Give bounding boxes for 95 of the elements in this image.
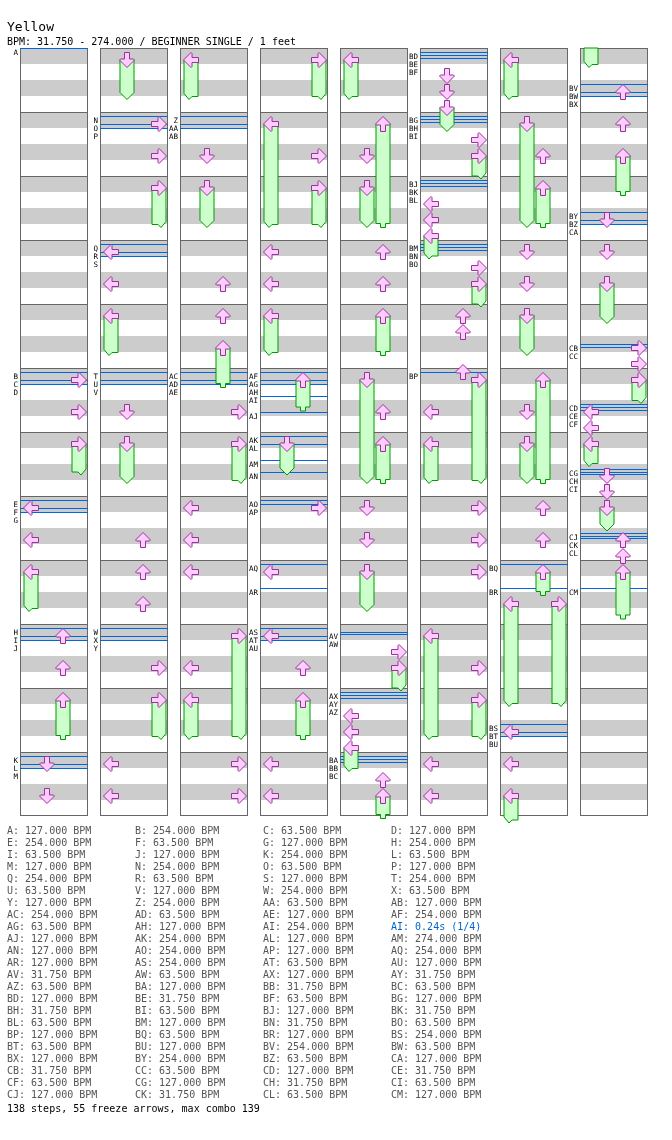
bpm-entry: BE: 31.750 BPM xyxy=(135,993,220,1005)
bpm-entry: AQ: 254.000 BPM xyxy=(391,945,482,957)
bpm-entry: BS: 254.000 BPM xyxy=(391,1029,482,1041)
bpm-entry: AA: 63.500 BPM xyxy=(263,897,348,909)
song-title: Yellow xyxy=(7,20,54,34)
bpm-entry: BK: 31.750 BPM xyxy=(391,1005,476,1017)
bpm-entry: N: 254.000 BPM xyxy=(135,861,220,873)
bpm-entry: Y: 127.000 BPM xyxy=(7,897,92,909)
bpm-entry: AK: 254.000 BPM xyxy=(135,933,226,945)
bpm-entry: BA: 127.000 BPM xyxy=(135,981,226,993)
bpm-entry: BP: 127.000 BPM xyxy=(7,1029,98,1041)
bpm-entry: Z: 254.000 BPM xyxy=(135,897,220,909)
bpm-entry: AP: 127.000 BPM xyxy=(263,945,354,957)
bpm-entry: CE: 31.750 BPM xyxy=(391,1065,476,1077)
bpm-entry: BR: 127.000 BPM xyxy=(263,1029,354,1041)
step-summary: 138 steps, 55 freeze arrows, max combo 139 xyxy=(7,1103,260,1115)
bpm-entry: BN: 31.750 BPM xyxy=(263,1017,348,1029)
bpm-entry: AH: 127.000 BPM xyxy=(135,921,226,933)
bpm-entry: AD: 63.500 BPM xyxy=(135,909,220,921)
bpm-entry: CF: 63.500 BPM xyxy=(7,1077,92,1089)
bpm-entry: CC: 63.500 BPM xyxy=(135,1065,220,1077)
bpm-entry: P: 127.000 BPM xyxy=(391,861,476,873)
bpm-entry: I: 63.500 BPM xyxy=(7,849,86,861)
bpm-entry: AT: 63.500 BPM xyxy=(263,957,348,969)
bpm-entry: U: 63.500 BPM xyxy=(7,885,86,897)
bpm-entry: AU: 127.000 BPM xyxy=(391,957,482,969)
bpm-entry: BF: 63.500 BPM xyxy=(263,993,348,1005)
bpm-entry: BU: 127.000 BPM xyxy=(135,1041,226,1053)
chart-info: BPM: 31.750 - 274.000 / BEGINNER SINGLE / 1 feet xyxy=(7,36,296,47)
bpm-entry: E: 254.000 BPM xyxy=(7,837,92,849)
bpm-entry: BH: 31.750 BPM xyxy=(7,1005,92,1017)
bpm-entry: X: 63.500 BPM xyxy=(391,885,470,897)
bpm-entry: J: 127.000 BPM xyxy=(135,849,220,861)
bpm-entry: AJ: 127.000 BPM xyxy=(7,933,98,945)
bpm-entry: BQ: 63.500 BPM xyxy=(135,1029,220,1041)
bpm-entry: CL: 63.500 BPM xyxy=(263,1089,348,1101)
bpm-entry: T: 254.000 BPM xyxy=(391,873,476,885)
bpm-entry: AV: 31.750 BPM xyxy=(7,969,92,981)
bpm-entry: F: 63.500 BPM xyxy=(135,837,214,849)
bpm-entry: G: 127.000 BPM xyxy=(263,837,348,849)
bpm-entry: CK: 31.750 BPM xyxy=(135,1089,220,1101)
bpm-entry: AE: 127.000 BPM xyxy=(263,909,354,921)
bpm-entry: CJ: 127.000 BPM xyxy=(7,1089,98,1101)
bpm-entry: AC: 254.000 BPM xyxy=(7,909,98,921)
bpm-entry: CI: 63.500 BPM xyxy=(391,1077,476,1089)
bpm-entry: M: 127.000 BPM xyxy=(7,861,92,873)
bpm-entry: CB: 31.750 BPM xyxy=(7,1065,92,1077)
bpm-entry: CM: 127.000 BPM xyxy=(391,1089,482,1101)
bpm-entry: BI: 63.500 BPM xyxy=(135,1005,220,1017)
bpm-entry: CA: 127.000 BPM xyxy=(391,1053,482,1065)
bpm-entry: O: 63.500 BPM xyxy=(263,861,342,873)
bpm-entry: R: 63.500 BPM xyxy=(135,873,214,885)
bpm-entry: AL: 127.000 BPM xyxy=(263,933,354,945)
bpm-entry: BD: 127.000 BPM xyxy=(7,993,98,1005)
bpm-entry: BO: 63.500 BPM xyxy=(391,1017,476,1029)
bpm-entry: AM: 274.000 BPM xyxy=(391,933,482,945)
bpm-entry: CG: 127.000 BPM xyxy=(135,1077,226,1089)
bpm-entry: AY: 31.750 BPM xyxy=(391,969,476,981)
bpm-entry: D: 127.000 BPM xyxy=(391,825,476,837)
bpm-entry: C: 63.500 BPM xyxy=(263,825,342,837)
stop-entry: AI: 0.24s (1/4) xyxy=(391,921,482,933)
bpm-entry: L: 63.500 BPM xyxy=(391,849,470,861)
bpm-entry: AI: 254.000 BPM xyxy=(263,921,354,933)
bpm-entry: BZ: 63.500 BPM xyxy=(263,1053,348,1065)
bpm-entry: S: 127.000 BPM xyxy=(263,873,348,885)
bpm-entry: CD: 127.000 BPM xyxy=(263,1065,354,1077)
bpm-entry: BY: 254.000 BPM xyxy=(135,1053,226,1065)
bpm-entry: AX: 127.000 BPM xyxy=(263,969,354,981)
bpm-entry: AG: 63.500 BPM xyxy=(7,921,92,933)
bpm-entry: AR: 127.000 BPM xyxy=(7,957,98,969)
bpm-entry: AB: 127.000 BPM xyxy=(391,897,482,909)
bpm-entry: BX: 127.000 BPM xyxy=(7,1053,98,1065)
bpm-entry: BT: 63.500 BPM xyxy=(7,1041,92,1053)
bpm-entry: AS: 254.000 BPM xyxy=(135,957,226,969)
bpm-entry: BJ: 127.000 BPM xyxy=(263,1005,354,1017)
bpm-entry: AN: 127.000 BPM xyxy=(7,945,98,957)
bpm-entry: BW: 63.500 BPM xyxy=(391,1041,476,1053)
bpm-entry: BC: 63.500 BPM xyxy=(391,981,476,993)
bpm-entry: AW: 63.500 BPM xyxy=(135,969,220,981)
bpm-entry: A: 127.000 BPM xyxy=(7,825,92,837)
bpm-entry: BM: 127.000 BPM xyxy=(135,1017,226,1029)
bpm-entry: BG: 127.000 BPM xyxy=(391,993,482,1005)
bpm-entry: AZ: 63.500 BPM xyxy=(7,981,92,993)
bpm-entry: Q: 254.000 BPM xyxy=(7,873,92,885)
bpm-entry: V: 127.000 BPM xyxy=(135,885,220,897)
bpm-entry: AO: 254.000 BPM xyxy=(135,945,226,957)
bpm-entry: W: 254.000 BPM xyxy=(263,885,348,897)
bpm-entry: K: 254.000 BPM xyxy=(263,849,348,861)
bpm-entry: BL: 63.500 BPM xyxy=(7,1017,92,1029)
bpm-entry: BB: 31.750 BPM xyxy=(263,981,348,993)
bpm-entry: B: 254.000 BPM xyxy=(135,825,220,837)
bpm-entry: CH: 31.750 BPM xyxy=(263,1077,348,1089)
bpm-entry: H: 254.000 BPM xyxy=(391,837,476,849)
bpm-entry: BV: 254.000 BPM xyxy=(263,1041,354,1053)
bpm-entry: AF: 254.000 BPM xyxy=(391,909,482,921)
